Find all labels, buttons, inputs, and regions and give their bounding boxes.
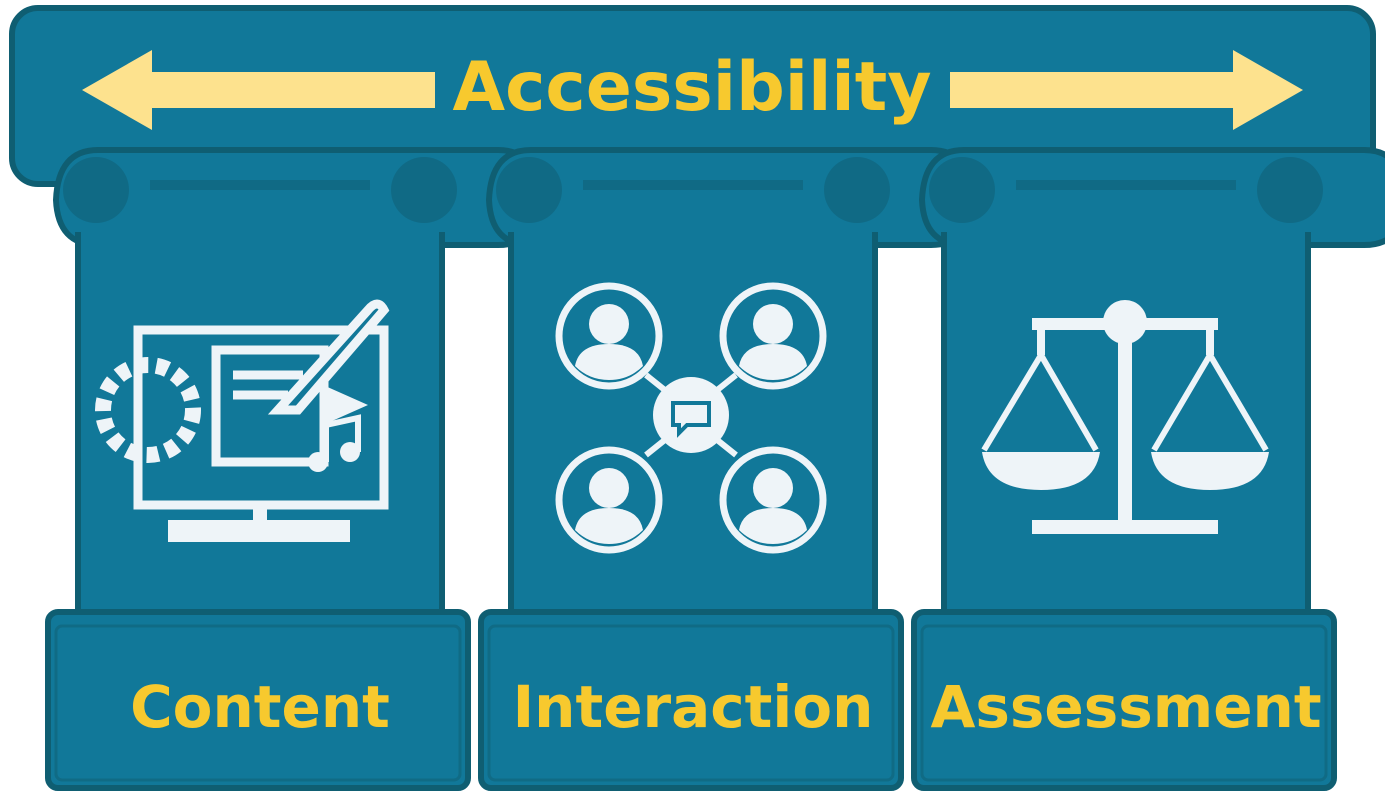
pillar-interaction: Interaction	[481, 150, 973, 788]
pillar-label-content: Content	[130, 673, 390, 741]
user-network-chat-icon	[559, 286, 823, 550]
balance-scale-icon	[981, 300, 1269, 534]
title: Accessibility	[452, 48, 931, 127]
pillar-label-assessment: Assessment	[930, 673, 1321, 741]
pillar-content: Content	[48, 150, 540, 788]
pillar-label-interaction: Interaction	[513, 673, 874, 741]
monitor-content-editing-icon	[95, 299, 390, 542]
accessibility-beam: Accessibility	[9, 5, 1376, 187]
arrow-right-icon	[950, 50, 1303, 130]
pillar-assessment: Assessment	[914, 150, 1385, 788]
arrow-left-icon	[82, 50, 435, 130]
